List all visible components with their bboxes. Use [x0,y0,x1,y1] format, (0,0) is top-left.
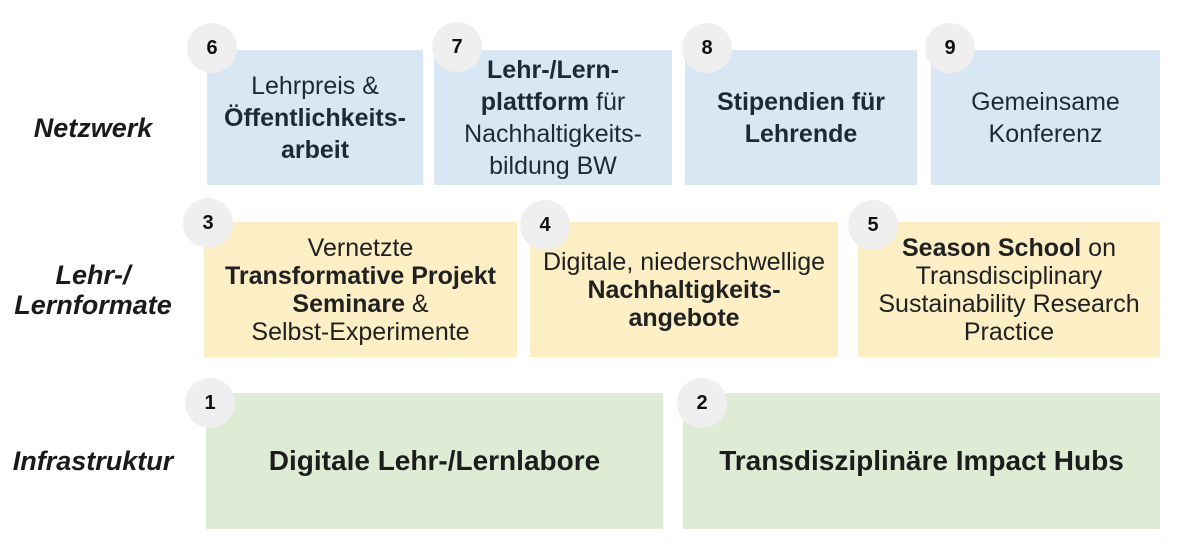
row-label-line: Netzwerk [33,112,153,143]
box-text-segment: Nachhaltigkeits- [587,275,781,304]
row-label-line: Lernformate [14,289,172,320]
box-text-segment: Vernetzte [307,233,414,262]
box-text-line: Konferenz [989,118,1103,150]
box-text-line: Lehrende [745,118,858,150]
box-text-line: Gemeinsame [971,86,1120,118]
box-text-segment: Seminare [292,289,405,318]
box-text-line: Digitale, niederschwellige [543,248,825,276]
box-text-line: Öffentlichkeits- [224,102,406,134]
badge-number: 4 [539,213,551,236]
box-text-segment: arbeit [280,135,350,164]
badge-number: 5 [867,213,879,236]
box-text-segment: Öffentlichkeits- [224,103,406,132]
box-text-line: Lehr-/Lern- [487,54,619,86]
box-text-segment: Selbst-Experimente [251,317,470,346]
row-label-lehrlernformate: Lehr-/Lernformate [0,222,186,357]
box-text-line: Transformative Projekt [225,262,496,290]
row-label-netzwerk: Netzwerk [0,60,186,195]
box-text-line: Lehrpreis & [251,70,379,102]
box-text-line: Vernetzte [308,234,414,262]
box-text-line: Transdisziplinäre Impact Hubs [719,444,1124,478]
box-text-segment: Gemeinsame [971,87,1120,116]
box-text-segment: Season School [902,233,1082,262]
box-text-segment: Lehrpreis & [251,71,379,100]
badge-number: 6 [206,36,218,59]
number-badge-4: 4 [520,200,570,250]
badge-number: 1 [204,391,216,414]
item-box-1: Digitale Lehr-/Lernlabore [206,393,663,529]
number-badge-7: 7 [432,22,482,72]
number-badge-3: 3 [183,198,233,248]
row-label-line: Infrastruktur [12,446,174,476]
badge-number: 9 [944,36,956,59]
item-box-2: Transdisziplinäre Impact Hubs [683,393,1160,529]
box-text-line: bildung BW [489,150,617,182]
number-badge-8: 8 [682,23,732,73]
box-text-line: plattform für [481,86,625,118]
number-badge-2: 2 [677,378,727,428]
box-text-segment: & [404,289,429,318]
box-text-segment: bildung BW [489,151,617,180]
box-text-segment: Digitale Lehr-/Lernlabore [268,445,601,476]
box-text-line: Season School on [902,234,1116,262]
item-box-6: Lehrpreis & Öffentlichkeits-arbeit [207,50,423,185]
box-text-segment: Sustainability Research [878,289,1140,318]
box-text-line: Nachhaltigkeits- [587,276,780,304]
box-text-line: Selbst-Experimente [251,318,469,346]
box-text-segment: Konferenz [988,119,1103,148]
box-text-segment: Lehrende [744,119,858,148]
number-badge-9: 9 [925,23,975,73]
number-badge-6: 6 [187,23,237,73]
box-text-line: Practice [964,318,1054,346]
box-text-line: Digitale Lehr-/Lernlabore [269,444,600,478]
number-badge-5: 5 [848,200,898,250]
box-text-segment: Practice [963,317,1055,346]
box-text-line: angebote [628,304,739,332]
badge-number: 7 [451,35,463,58]
box-text-segment: Transdisciplinary [915,261,1103,290]
row-label-line: Lehr-/ [55,259,131,290]
box-text-line: Transdisciplinary [916,262,1103,290]
box-text-segment: Stipendien für [716,87,886,116]
box-text-segment: Nachhaltigkeits- [464,119,642,148]
number-badge-1: 1 [185,378,235,428]
box-text-segment: plattform [480,87,590,116]
box-text-segment: Lehr-/Lern- [487,55,619,84]
box-text-line: Sustainability Research [878,290,1139,318]
badge-number: 3 [202,211,214,234]
box-text-line: Stipendien für [717,86,885,118]
badge-number: 8 [701,36,713,59]
box-text-line: arbeit [281,134,349,166]
box-text-segment: Digitale, niederschwellige [542,247,826,276]
box-text-line: Seminare & [292,290,428,318]
box-text-line: Nachhaltigkeits- [464,118,642,150]
box-text-segment: angebote [628,303,740,332]
box-text-segment: Transdisziplinäre Impact Hubs [719,445,1124,476]
box-text-segment: für [589,87,626,116]
box-text-segment: Transformative Projekt [225,261,496,290]
badge-number: 2 [696,391,708,414]
box-text-segment: on [1081,233,1116,262]
row-label-infrastruktur: Infrastruktur [0,393,186,529]
